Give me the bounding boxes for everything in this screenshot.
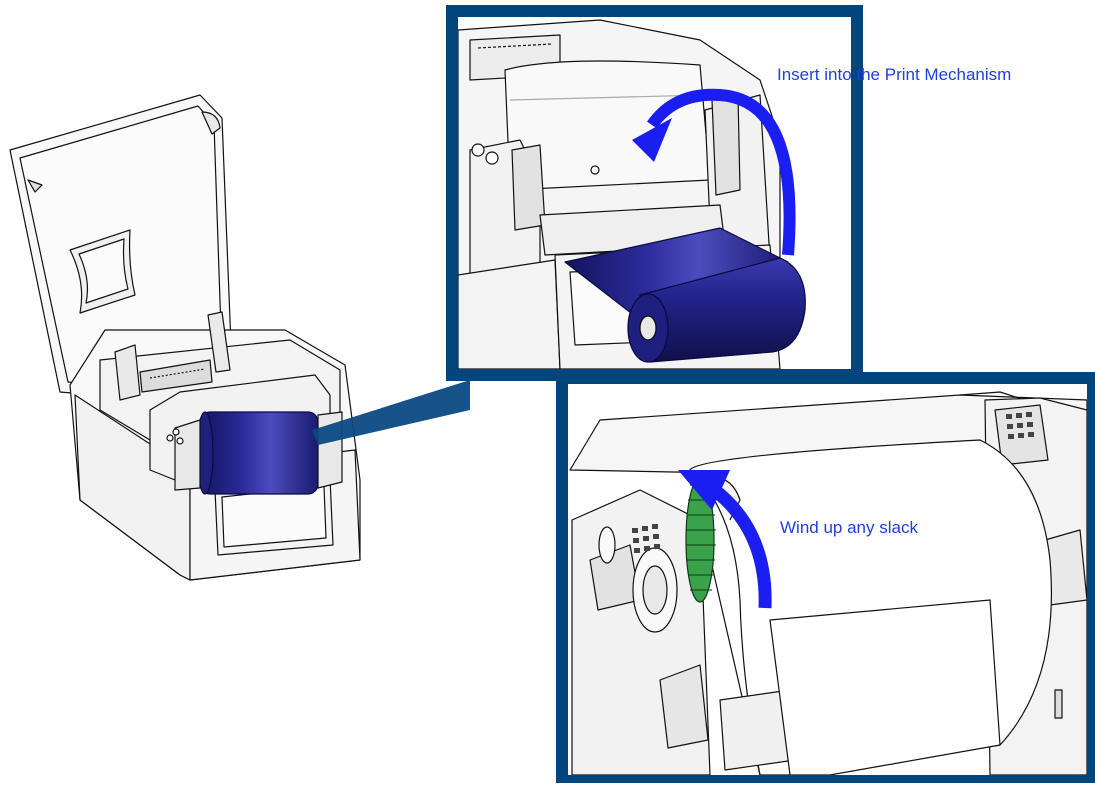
ribbon-roll [199,411,319,495]
curved-arrow-icon [632,88,796,256]
callout-insert-label: Insert into the Print Mechanism [777,65,1012,84]
callout-wind-label: Wind up any slack [780,518,918,537]
inset-frame-bottom [556,372,1095,787]
ribbon-roll-front [627,257,806,363]
printer-overview [9,94,361,581]
zoom-connector [312,380,470,445]
inset-insert [446,5,863,381]
inset-wind [556,372,1095,787]
up-curved-arrow-icon [678,470,772,609]
